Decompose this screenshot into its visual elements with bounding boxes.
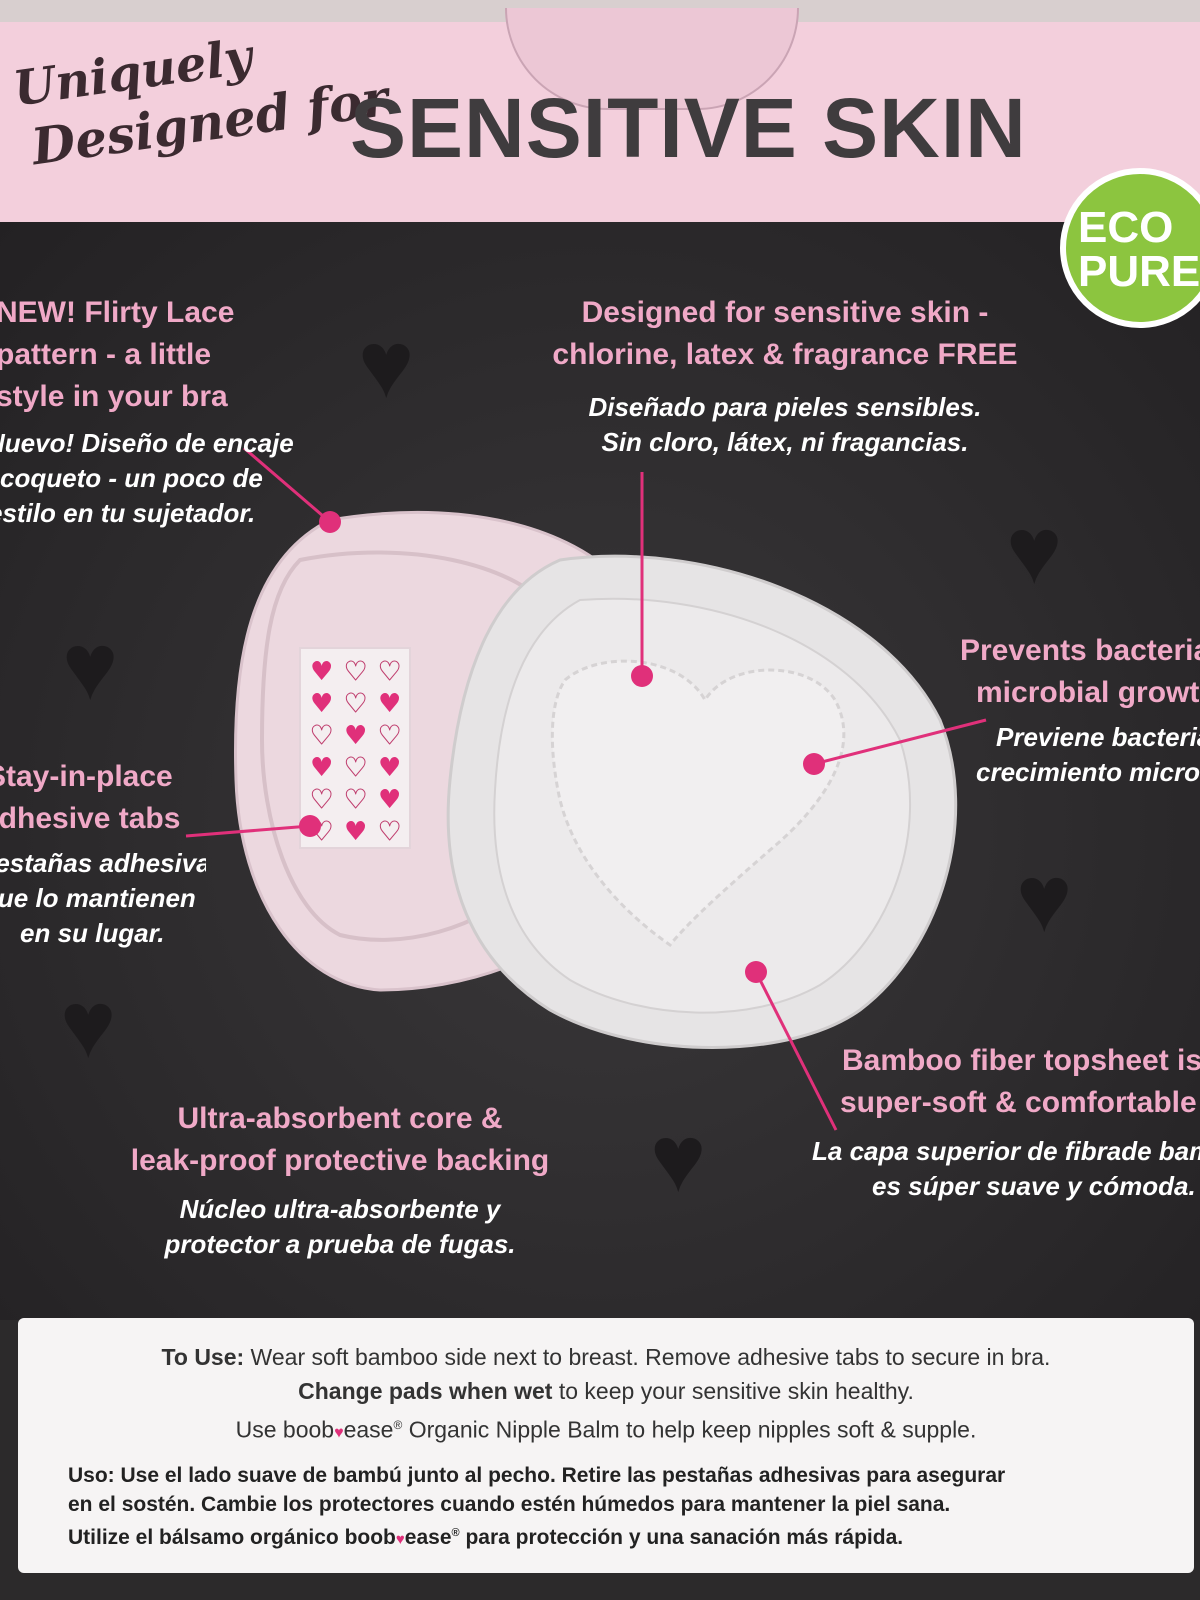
headline: SENSITIVE SKIN <box>350 81 1027 175</box>
feature-tabs-en-2: adhesive tabs <box>0 802 181 835</box>
feature-core-es-1: Núcleo ultra-absorbente y <box>179 1194 501 1224</box>
usage-en-2: Change pads when wet to keep your sensit… <box>298 1378 914 1404</box>
product-panel: ♥ ♥ ♥ ♥ ♥ ♥ <box>0 222 1200 1320</box>
feature-tabs-es-1: Pestañas adhesivas <box>0 848 206 878</box>
feature-lace-en-2: pattern - a little <box>0 338 212 371</box>
feature-tabs-es-2: que lo mantienen <box>0 883 196 913</box>
heart-icon: ♥ <box>62 614 119 720</box>
feature-lace-en-1: NEW! Flirty Lace <box>0 296 235 329</box>
feature-tabs-es-3: en su lugar. <box>20 918 165 948</box>
usage-es-2: en el sostén. Cambie los protectores cua… <box>68 1492 951 1516</box>
heart-icon: ♥ <box>334 1424 344 1442</box>
feature-core: Ultra-absorbent core & leak-proof protec… <box>80 1098 600 1262</box>
heart-icon: ♥ <box>1006 498 1063 604</box>
feature-bacteria-es-1: Previene bacterias y <box>996 722 1200 752</box>
feature-tabs-en-1: Stay-in-place <box>0 760 173 793</box>
feature-lace: NEW! Flirty Lace pattern - a little styl… <box>0 292 294 531</box>
usage-es-1: Uso: Use el lado suave de bambú junto al… <box>68 1463 1006 1487</box>
usage-instructions: To Use: Wear soft bamboo side next to br… <box>18 1318 1194 1573</box>
heart-icon: ♥ <box>650 1106 707 1212</box>
feature-core-en-1: Ultra-absorbent core & <box>177 1102 503 1135</box>
usage-es-3: Utilize el bálsamo orgánico boob♥ease® p… <box>68 1525 904 1549</box>
package-notch <box>505 8 799 110</box>
feature-sensitive-en-1: Designed for sensitive skin - <box>581 296 989 329</box>
badge-line1: ECO <box>1078 203 1174 252</box>
heart-icon: ♥ <box>1016 846 1073 952</box>
feature-bamboo: Bamboo fiber topsheet is super-soft & co… <box>812 1040 1200 1204</box>
feature-sensitive-es-1: Diseñado para pieles sensibles. <box>588 392 982 422</box>
usage-en-1: To Use: Wear soft bamboo side next to br… <box>161 1344 1051 1370</box>
feature-lace-en-3: style in your bra <box>0 380 228 413</box>
feature-sensitive-es-2: Sin cloro, látex, ni fragancias. <box>601 427 969 457</box>
feature-core-es-2: protector a prueba de fugas. <box>164 1229 516 1259</box>
eco-pure-badge: ECO PURE <box>1060 168 1200 328</box>
heart-icon: ♥ <box>60 972 117 1078</box>
feature-bacteria-en-2: microbial growth <box>976 676 1200 709</box>
feature-bacteria-en-1: Prevents bacteria & <box>960 634 1200 667</box>
usage-en-label: To Use: <box>161 1344 245 1370</box>
feature-lace-es-1: Nuevo! Diseño de encaje <box>0 428 294 458</box>
heart-icon: ♥ <box>395 1530 405 1548</box>
feature-bamboo-en-1: Bamboo fiber topsheet is <box>842 1044 1200 1077</box>
feature-bacteria-es-2: crecimiento microbiano <box>976 757 1200 787</box>
header-band: Uniquely Designed for SENSITIVE SKIN <box>0 0 1200 222</box>
feature-lace-es-3: estilo en tu sujetador. <box>0 498 256 528</box>
badge-line2: PURE <box>1078 247 1200 296</box>
feature-bacteria: Prevents bacteria & microbial growth Pre… <box>960 630 1200 790</box>
feature-bamboo-en-2: super-soft & comfortable <box>840 1086 1197 1119</box>
feature-lace-es-2: coqueto - un poco de <box>0 463 263 493</box>
feature-sensitive-en-2: chlorine, latex & fragrance FREE <box>552 338 1018 371</box>
feature-core-en-2: leak-proof protective backing <box>130 1144 550 1177</box>
feature-bamboo-es-2: es súper suave y cómoda. <box>872 1171 1196 1201</box>
usage-en-3: Use boob♥ease® Organic Nipple Balm to he… <box>235 1416 977 1443</box>
feature-tabs: Stay-in-place adhesive tabs Pestañas adh… <box>0 756 206 951</box>
feature-sensitive: Designed for sensitive skin - chlorine, … <box>520 292 1050 460</box>
heart-icon: ♥ <box>358 312 415 418</box>
feature-bamboo-es-1: La capa superior de fibrade bambú <box>812 1136 1200 1166</box>
